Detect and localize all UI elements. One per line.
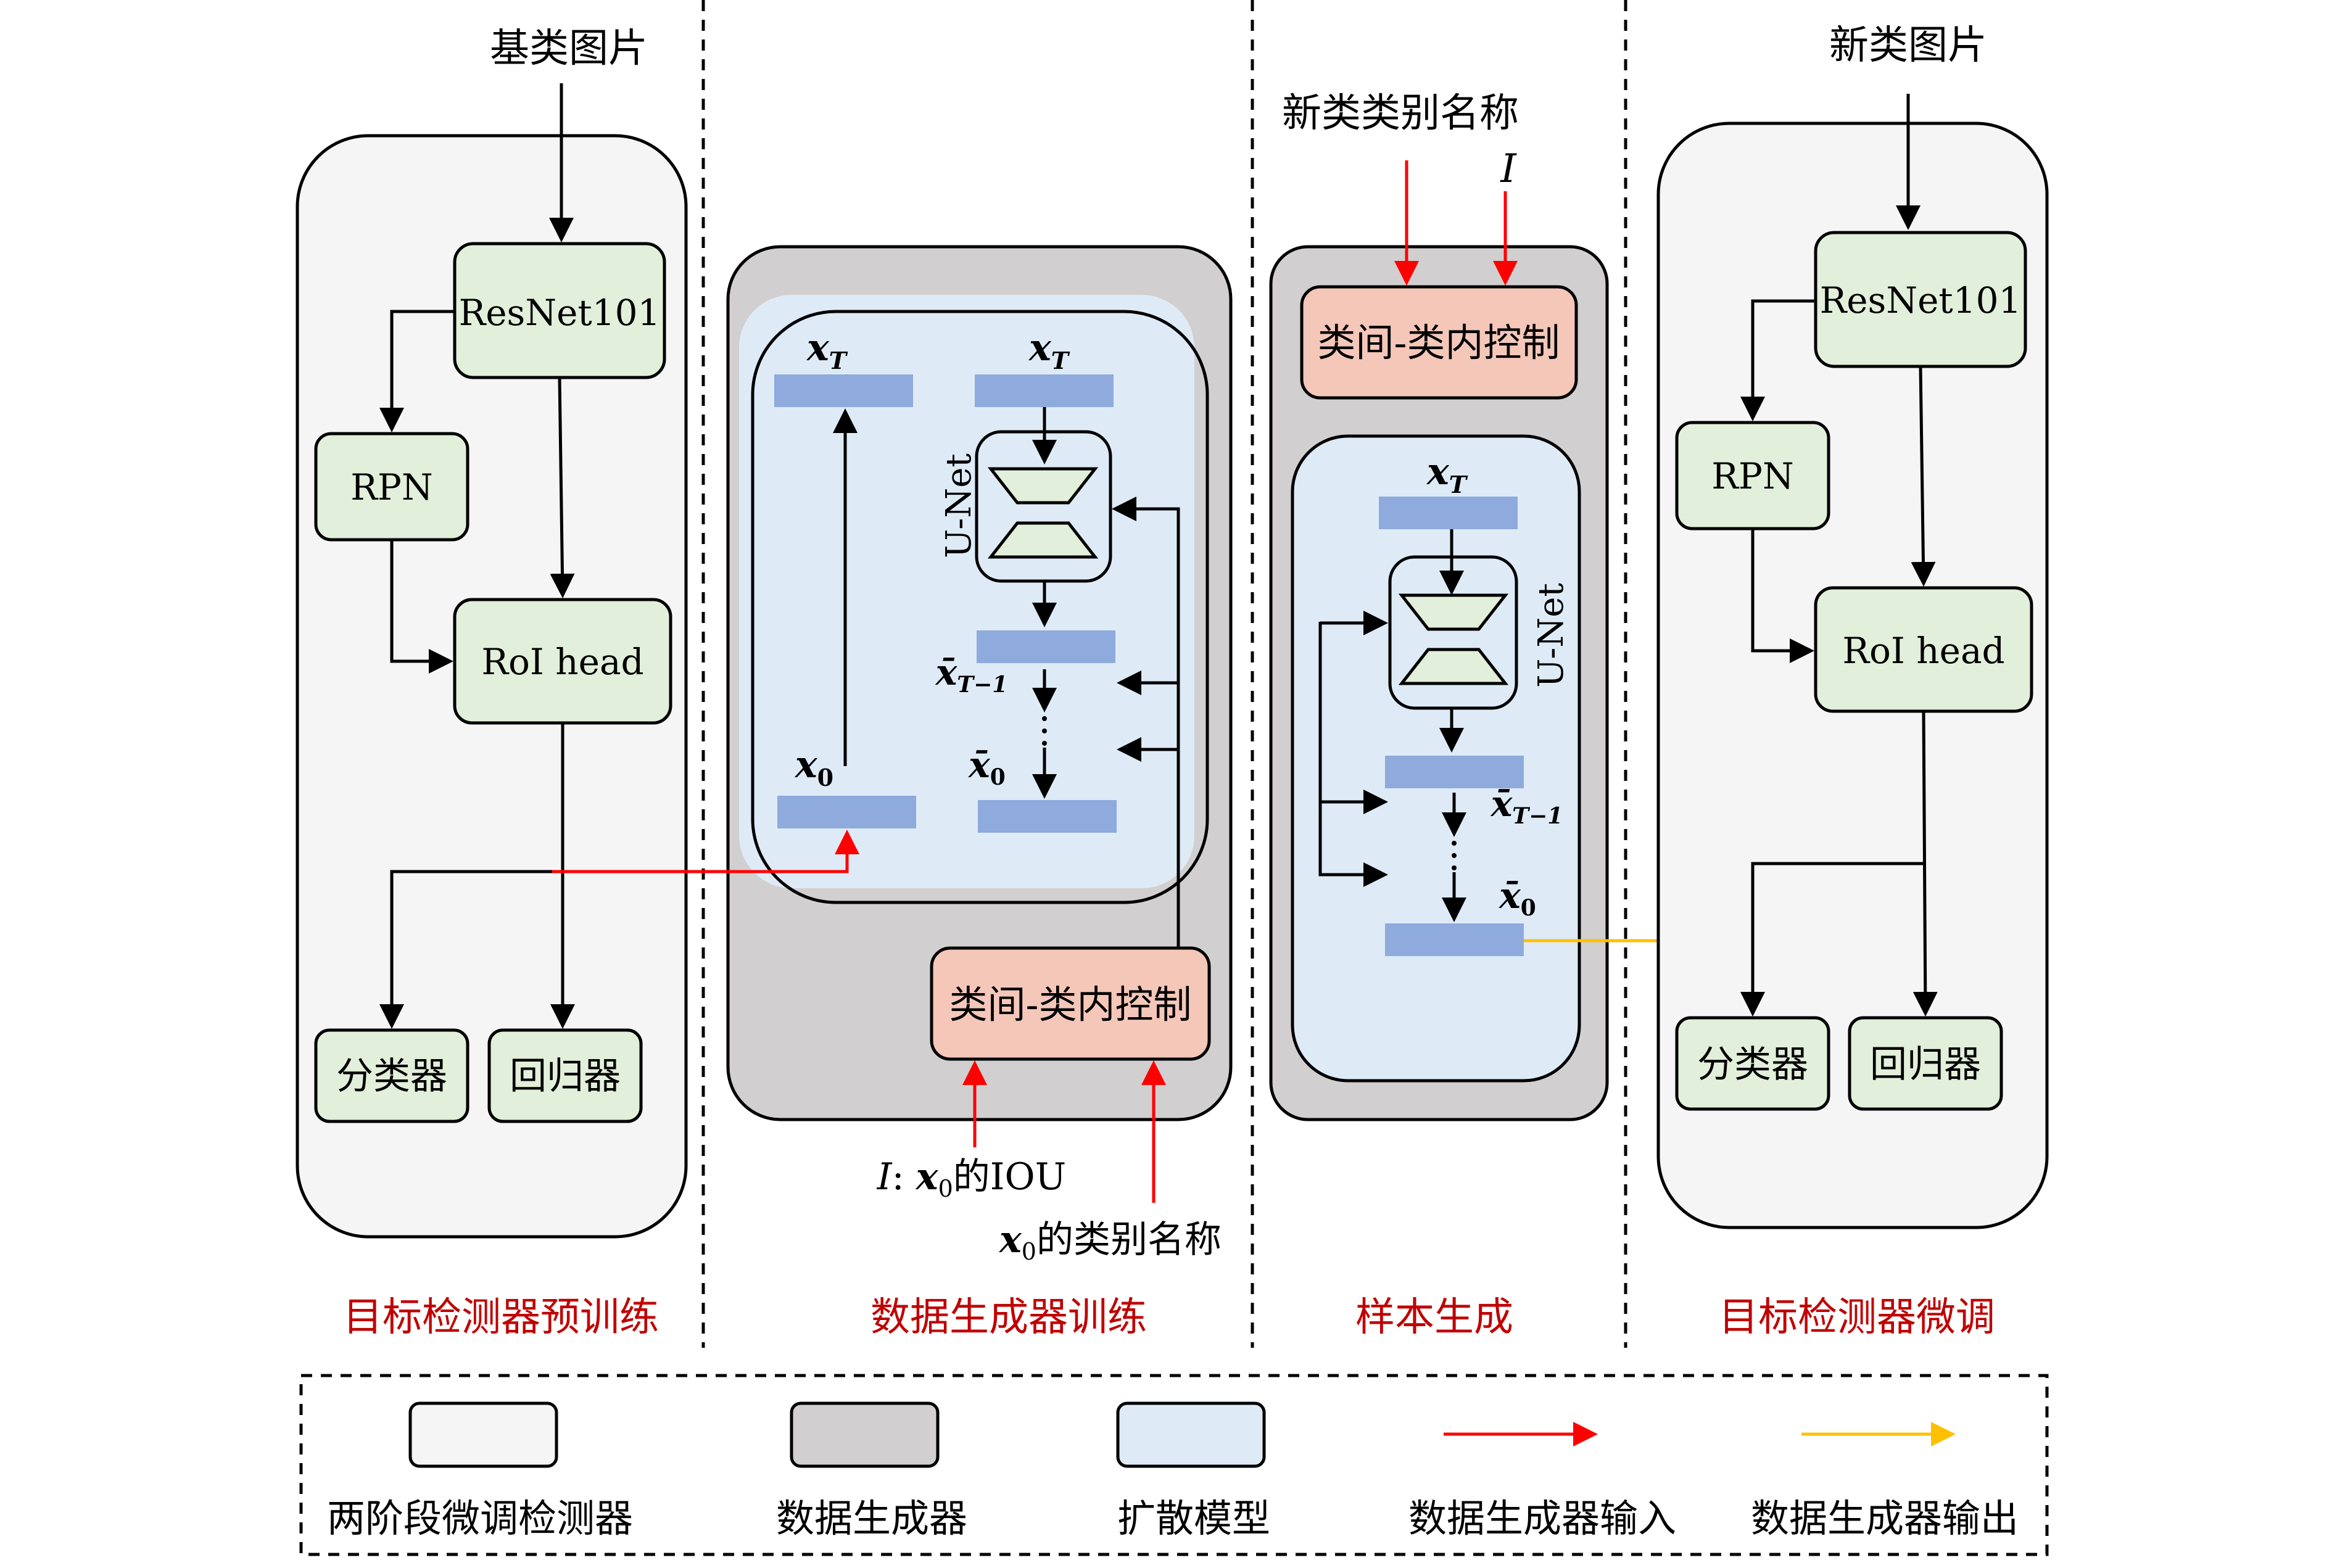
unet-decoder-trapezoid [987, 521, 1099, 559]
dot [1042, 728, 1047, 733]
xT-right-label: xT [1028, 326, 1070, 374]
x0bar-label: x̄0 [967, 744, 1006, 790]
rpn-to-roi-arrow [390, 540, 453, 674]
finetune-roi-to-regressor-arrow [1912, 711, 1938, 1017]
diffusion-model-fill [739, 295, 1194, 888]
dot [1452, 853, 1457, 858]
novel-class-name-label: 新类类别名称 [1282, 91, 1519, 136]
x0-label: x0 [794, 743, 833, 791]
finetune-roi-head-label: RoI head [1842, 630, 2004, 672]
resnet-label: ResNet101 [459, 292, 661, 334]
novel-images-label: 新类图片 [1829, 23, 1987, 68]
input-I-label: I [1500, 146, 1517, 192]
resnet-to-roi-arrow [550, 377, 575, 598]
class-name-input-label: x0的类别名称 [998, 1218, 1222, 1265]
feed-to-unet-arrow [1318, 622, 1388, 887]
finetune-caption: 目标检测器微调 [1719, 1295, 1995, 1340]
pretrain-caption: 目标检测器预训练 [343, 1295, 659, 1340]
diffusion-model-panel [751, 310, 1209, 904]
x0bar-bar [978, 800, 1117, 833]
sample-x0-bar [1385, 923, 1524, 956]
unet-label: U-Net [939, 453, 979, 558]
dot [1452, 865, 1457, 870]
legend-diffusion-label: 扩散模型 [1117, 1496, 1270, 1541]
finetune-classifier-box [1675, 1016, 1830, 1111]
section-dividers [701, 0, 1627, 1348]
xT-left-bar [774, 374, 913, 407]
finetune-rpn-to-roi-arrow [1751, 529, 1814, 663]
control-module-box [930, 946, 1211, 1061]
sample-control-feed-arrows [1318, 611, 1388, 887]
legend-detector-swatch [408, 1401, 558, 1468]
finetune-resnet-to-roi-arrow [1911, 366, 1936, 587]
unet-encoder-trapezoid [987, 467, 1099, 505]
sample-ellipsis-dots [1452, 841, 1457, 870]
ellipsis-dots [1042, 716, 1047, 746]
sample-control-label: 类间-类内控制 [1318, 320, 1560, 365]
legend: 两阶段微调检测器 数据生成器 扩散模型 数据生成器输入 数据生成器输出 [299, 1374, 2049, 1556]
roi-to-classifier-arrow [379, 870, 563, 1029]
generator-training-caption: 数据生成器训练 [870, 1295, 1147, 1340]
sample-generation-caption: 样本生成 [1355, 1295, 1513, 1340]
legend-input-label: 数据生成器输入 [1408, 1496, 1676, 1541]
sample-xT1-bar [1385, 756, 1524, 788]
base-images-label: 基类图片 [490, 26, 648, 72]
legend-generator-swatch [790, 1401, 940, 1468]
classifier-label: 分类器 [336, 1055, 447, 1098]
legend-detector-label: 两阶段微调检测器 [327, 1496, 633, 1541]
dot [1042, 741, 1047, 746]
xT1-bar [977, 630, 1115, 663]
finetune-arrows [1740, 299, 1938, 1017]
sample-generation-section: 新类类别名称 I 类间-类内控制 xT U-Net x̄T−1 x̄0 [1269, 91, 1718, 1340]
rpn-label: RPN [350, 466, 432, 508]
iou-input-label: I: x0的IOU [877, 1155, 1066, 1202]
finetune-resnet-label: ResNet101 [1820, 279, 2022, 321]
control-to-unet-arrow [1112, 497, 1180, 948]
classifier-box [314, 1028, 469, 1123]
generator-training-section: xT x0 xT U-Net x̄T−1 x̄0 类间-类 [552, 245, 1233, 1340]
sample-x0-label: x̄0 [1498, 875, 1536, 921]
xT-right-bar [975, 374, 1114, 407]
finetune-rpn-label: RPN [1711, 455, 1793, 497]
finetune-regressor-box [1848, 1016, 2003, 1111]
roi-head-label: RoI head [481, 641, 643, 683]
control-module-label: 类间-类内控制 [949, 982, 1192, 1027]
finetune-classifier-label: 分类器 [1697, 1043, 1808, 1086]
legend-output-label: 数据生成器输出 [1751, 1496, 2019, 1541]
resnet-to-rpn-arrow [379, 310, 455, 432]
regressor-box [487, 1028, 643, 1123]
sample-unet-decoder-trapezoid [1398, 648, 1509, 685]
sample-xT-bar [1379, 497, 1518, 529]
sample-unet-label: U-Net [1531, 583, 1571, 688]
xT1-label: x̄T−1 [935, 651, 1008, 698]
sample-xT1-label: x̄T−1 [1490, 783, 1563, 829]
dot [1452, 841, 1457, 846]
finetune-section: 新类图片 ResNet101 RPN RoI head 分类器 回归器 目标检测… [1656, 23, 2049, 1340]
pretrain-section: 基类图片 ResNet101 RPN RoI head 分类器 回归器 目标检测… [296, 26, 688, 1340]
roi-to-x0-input-arrow [552, 830, 859, 873]
pretrain-arrows [379, 310, 575, 1029]
sample-control-box [1300, 285, 1578, 400]
sample-unet-encoder-trapezoid [1398, 593, 1509, 631]
sample-xT-label: xT [1426, 450, 1468, 498]
legend-frame [299, 1374, 2049, 1556]
legend-diffusion-swatch [1116, 1401, 1266, 1468]
control-feed-arrows [1112, 497, 1180, 948]
dot [1042, 716, 1047, 721]
xT-left-label: xT [806, 326, 848, 374]
finetune-regressor-label: 回归器 [1870, 1043, 1981, 1086]
regressor-label: 回归器 [510, 1055, 621, 1098]
legend-generator-label: 数据生成器 [776, 1496, 967, 1541]
x0-bar [777, 796, 916, 828]
finetune-roi-to-classifier-arrow [1740, 862, 1924, 1017]
finetune-resnet-to-rpn-arrow [1740, 299, 1816, 421]
